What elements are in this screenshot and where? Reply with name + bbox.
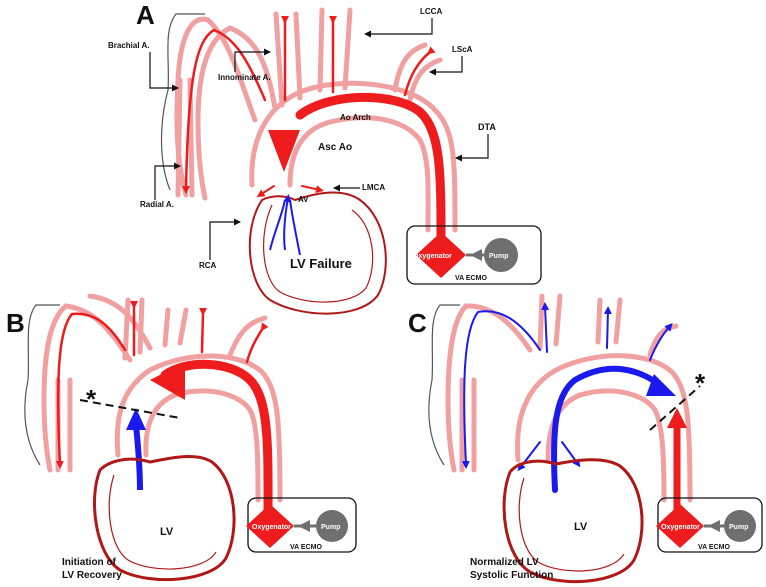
retrograde-flow-arrowhead <box>667 408 687 428</box>
panel-a: A <box>108 0 542 315</box>
vessel-walls-b <box>41 293 283 503</box>
mixing-zone-line <box>79 399 181 419</box>
arm-outline-icon <box>24 304 60 466</box>
ecmo-label-c: VA ECMO <box>698 544 730 551</box>
pump-label-a: Pump <box>489 253 508 260</box>
caption-c-line1: Normalized LV <box>470 557 539 568</box>
ecmo-circuit-b: Oxygenator Pump VA ECMO <box>246 497 357 553</box>
panel-a-letter: A <box>136 0 155 30</box>
panel-b-letter: B <box>6 308 25 338</box>
heart-outline-icon <box>93 455 236 582</box>
retrograde-flow-arrows <box>182 16 446 240</box>
ecmo-label-b: VA ECMO <box>290 544 322 551</box>
arm-outline-icon <box>160 13 205 191</box>
oxygenator-icon <box>246 504 294 548</box>
native-flow-arrows-c <box>461 302 673 493</box>
large-flow-arrowhead <box>268 130 300 172</box>
retrograde-flow-arrows-b <box>55 301 273 533</box>
arm-outline-icon <box>428 304 460 466</box>
label-lv-failure: LV Failure <box>290 256 352 271</box>
label-brachial: Brachial A. <box>108 41 150 50</box>
heart-inner-wall <box>518 477 625 572</box>
native-ejection-arrowhead <box>126 408 146 430</box>
label-ao-arch: Ao Arch <box>340 113 371 122</box>
label-lmca: LMCA <box>362 183 385 192</box>
pump-icon <box>724 510 756 542</box>
large-flow-arrowhead <box>150 362 185 400</box>
ecmo-circuit-a: Oxygenator Pump VA ECMO <box>406 225 542 285</box>
label-lcca: LCCA <box>420 7 442 16</box>
heart-outline-icon <box>248 191 387 315</box>
heart-label-b: LV <box>160 526 174 538</box>
oxygenator-label-c: Oxygenator <box>661 524 700 531</box>
pump-icon <box>316 510 348 542</box>
native-ejection-jets <box>269 194 301 256</box>
pump-label-c: Pump <box>729 524 748 531</box>
label-lsca: LScA <box>452 45 473 54</box>
label-asc-ao: Asc Ao <box>318 142 352 153</box>
heart-inner-wall <box>262 204 374 303</box>
vessel-walls-c <box>445 293 693 503</box>
ecmo-circuit-c: Oxygenator Pump VA ECMO <box>656 497 763 553</box>
label-av: AV <box>298 195 309 204</box>
panel-c-letter: C <box>408 308 427 338</box>
heart-outline-icon <box>502 458 644 584</box>
panel-b: B * LV Initiation o <box>6 293 357 582</box>
label-radial: Radial A. <box>140 200 174 209</box>
oxygenator-label-b: Oxygenator <box>252 524 291 531</box>
ecmo-label-a: VA ECMO <box>455 275 487 282</box>
heart-label-c: LV <box>574 521 588 533</box>
heart-inner-wall <box>108 474 217 570</box>
caption-b-line1: Initiation of <box>62 557 117 568</box>
mixing-zone-line <box>649 385 701 431</box>
mixing-zone-marker-b: * <box>86 384 97 414</box>
mixing-zone-marker-c: * <box>695 368 706 398</box>
pump-icon <box>484 238 518 272</box>
label-innominate: Innominate A. <box>218 73 271 82</box>
label-dta: DTA <box>478 122 496 132</box>
oxygenator-label-a: Oxygenator <box>413 253 452 260</box>
native-flow-arrowhead <box>646 374 676 396</box>
label-rca: RCA <box>199 261 217 270</box>
panel-c: C * LV Norma <box>408 293 763 584</box>
oxygenator-icon <box>416 232 466 278</box>
aortic-vessel-walls <box>174 7 458 233</box>
caption-b-line2: LV Recovery <box>62 570 122 581</box>
pump-label-b: Pump <box>321 524 340 531</box>
caption-c-line2: Systolic Function <box>470 570 553 581</box>
oxygenator-icon <box>656 504 704 548</box>
native-ejection-arrow <box>133 424 143 491</box>
